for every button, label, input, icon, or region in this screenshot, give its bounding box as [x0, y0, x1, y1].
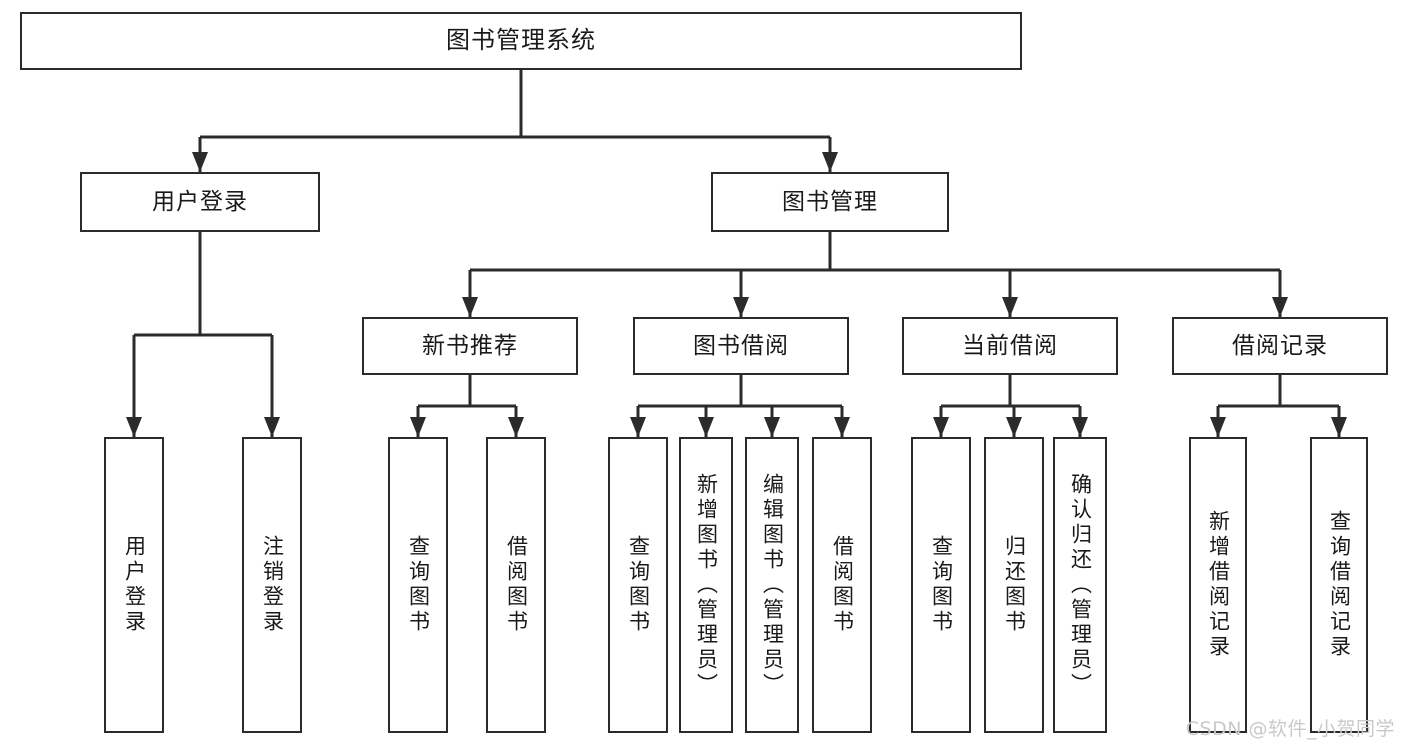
arrow-leaf-user-login: [126, 417, 142, 437]
node-leaf-add-record[interactable]: 新增借阅记录: [1189, 437, 1247, 733]
node-label-leaf-borrow-book-bor: 借阅图书: [830, 535, 855, 635]
node-label-current-borrow: 当前借阅: [962, 332, 1058, 359]
arrow-user-login: [192, 152, 208, 172]
watermark: CSDN @软件_小贺同学: [1185, 718, 1395, 740]
arrow-book-borrow: [733, 297, 749, 317]
arrow-leaf-query-record: [1331, 417, 1347, 437]
node-borrow-record[interactable]: 借阅记录: [1172, 317, 1388, 375]
node-label-borrow-record: 借阅记录: [1232, 332, 1328, 359]
node-leaf-add-book[interactable]: 新增图书（管理员）: [679, 437, 733, 733]
node-leaf-query-book-bor[interactable]: 查询图书: [608, 437, 668, 733]
node-label-leaf-add-book: 新增图书（管理员）: [694, 472, 719, 698]
arrow-leaf-borrow-book-rec: [508, 417, 524, 437]
arrow-leaf-add-record: [1210, 417, 1226, 437]
node-leaf-user-login[interactable]: 用户登录: [104, 437, 164, 733]
arrow-book-manage: [822, 152, 838, 172]
node-label-leaf-logout: 注销登录: [260, 535, 285, 635]
node-root[interactable]: 图书管理系统: [20, 12, 1022, 70]
node-current-borrow[interactable]: 当前借阅: [902, 317, 1118, 375]
arrow-leaf-logout: [264, 417, 280, 437]
node-leaf-confirm-return[interactable]: 确认归还（管理员）: [1053, 437, 1107, 733]
arrow-leaf-confirm-return: [1072, 417, 1088, 437]
node-label-leaf-add-record: 新增借阅记录: [1206, 510, 1231, 660]
node-leaf-query-record[interactable]: 查询借阅记录: [1310, 437, 1368, 733]
node-label-user-login: 用户登录: [152, 188, 248, 215]
node-new-book-rec[interactable]: 新书推荐: [362, 317, 578, 375]
node-label-leaf-return-book: 归还图书: [1002, 535, 1027, 635]
node-label-leaf-edit-book: 编辑图书（管理员）: [760, 472, 785, 698]
node-leaf-borrow-book-rec[interactable]: 借阅图书: [486, 437, 546, 733]
node-book-borrow[interactable]: 图书借阅: [633, 317, 849, 375]
node-leaf-borrow-book-bor[interactable]: 借阅图书: [812, 437, 872, 733]
node-leaf-query-book-rec[interactable]: 查询图书: [388, 437, 448, 733]
node-label-leaf-borrow-book-rec: 借阅图书: [504, 535, 529, 635]
node-label-new-book-rec: 新书推荐: [422, 332, 518, 359]
arrow-leaf-add-book: [698, 417, 714, 437]
arrow-leaf-edit-book: [764, 417, 780, 437]
node-label-book-manage: 图书管理: [782, 188, 878, 215]
node-book-manage[interactable]: 图书管理: [711, 172, 949, 232]
node-label-leaf-query-book-cur: 查询图书: [929, 535, 954, 635]
arrow-leaf-borrow-book-bor: [834, 417, 850, 437]
node-label-leaf-user-login: 用户登录: [122, 535, 147, 635]
node-leaf-logout[interactable]: 注销登录: [242, 437, 302, 733]
arrow-leaf-query-book-rec: [410, 417, 426, 437]
node-user-login[interactable]: 用户登录: [80, 172, 320, 232]
arrow-current-borrow: [1002, 297, 1018, 317]
node-label-leaf-query-record: 查询借阅记录: [1327, 510, 1352, 660]
node-label-leaf-query-book-rec: 查询图书: [406, 535, 431, 635]
arrow-new-book-rec: [462, 297, 478, 317]
node-leaf-query-book-cur[interactable]: 查询图书: [911, 437, 971, 733]
arrow-leaf-return-book: [1006, 417, 1022, 437]
node-label-leaf-confirm-return: 确认归还（管理员）: [1068, 472, 1093, 698]
node-leaf-return-book[interactable]: 归还图书: [984, 437, 1044, 733]
arrow-borrow-record: [1272, 297, 1288, 317]
node-label-leaf-query-book-bor: 查询图书: [626, 535, 651, 635]
node-label-root: 图书管理系统: [446, 26, 596, 55]
arrow-leaf-query-book-bor: [630, 417, 646, 437]
node-leaf-edit-book[interactable]: 编辑图书（管理员）: [745, 437, 799, 733]
arrow-leaf-query-book-cur: [933, 417, 949, 437]
node-label-book-borrow: 图书借阅: [693, 332, 789, 359]
